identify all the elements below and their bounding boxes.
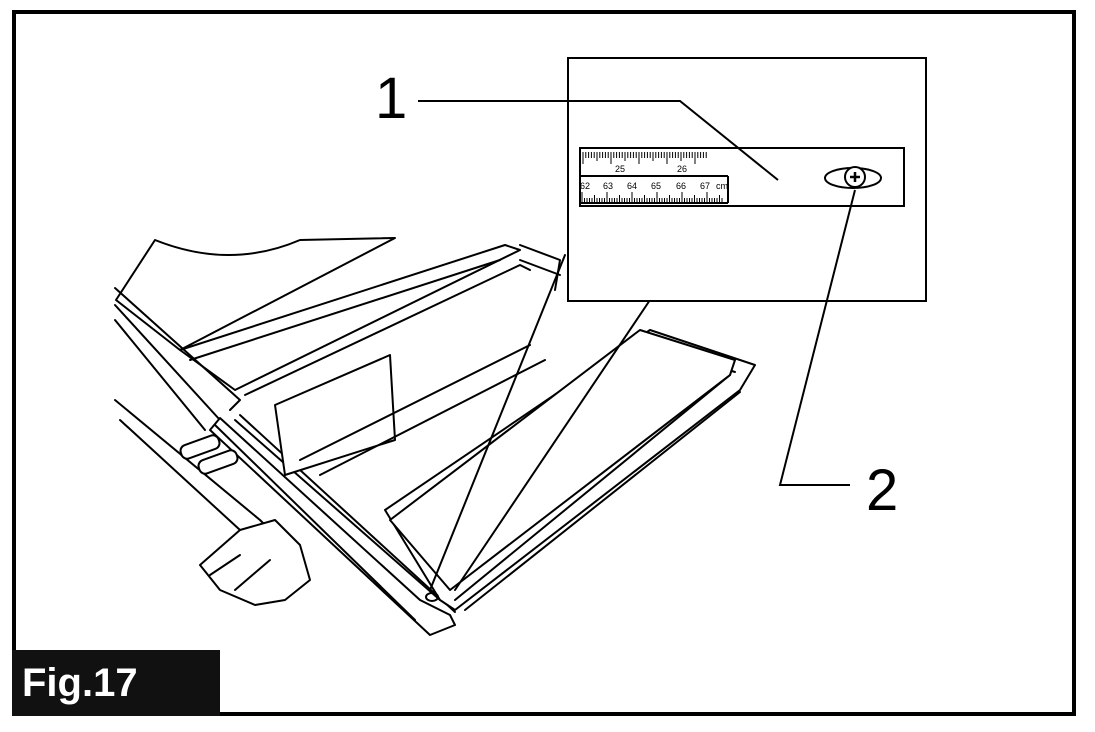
figure-label: Fig.17 [12, 650, 220, 716]
fence-top [389, 329, 736, 591]
leader-line-1 [418, 100, 779, 181]
rip-fence-bar [209, 417, 456, 636]
leader-line-2 [778, 189, 856, 486]
lower-tick-label: 66 [676, 181, 686, 191]
unit-label: cm [716, 181, 728, 191]
lower-ruler-ticks [581, 192, 723, 202]
upper-tick-label: 25 [615, 164, 625, 174]
lower-tick-label: 67 [700, 181, 710, 191]
lower-tick-label: 65 [651, 181, 661, 191]
callout-2: 2 [866, 458, 898, 523]
upper-ruler-ticks [582, 152, 707, 164]
upper-tick-label: 26 [677, 164, 687, 174]
callout-1: 1 [375, 66, 407, 131]
table-top [115, 237, 396, 351]
lower-tick-label: 63 [603, 181, 613, 191]
lock-handle [199, 519, 311, 606]
rear-rail [179, 244, 521, 391]
lower-tick-labels: 62 63 64 65 66 67 cm [580, 181, 728, 191]
lower-tick-label: 62 [580, 181, 590, 191]
upper-tick-labels: 25 26 [615, 164, 687, 174]
detail-inset [567, 57, 927, 302]
lower-tick-label: 64 [627, 181, 637, 191]
